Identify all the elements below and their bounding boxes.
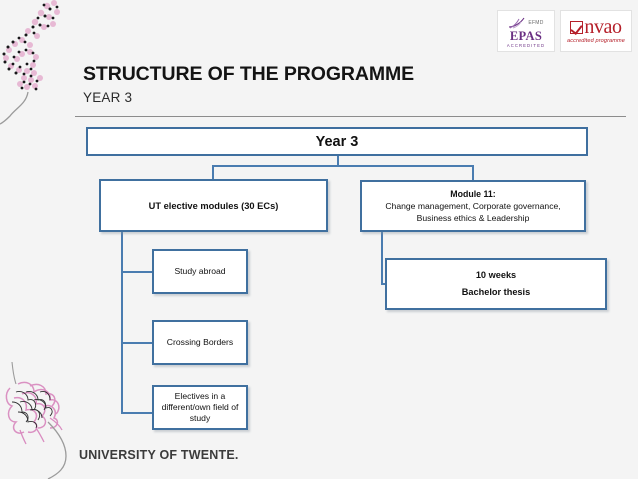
node-module-11-title: Module 11: — [450, 189, 496, 199]
checkmark-icon — [570, 21, 584, 34]
node-study-abroad[interactable]: Study abroad — [152, 249, 248, 294]
node-module-11-line2: Business ethics & Leadership — [416, 213, 530, 223]
connector-root-bar — [212, 165, 474, 167]
efmd-mark-row: EFMD — [508, 16, 543, 30]
nvao-wordmark: nvao — [584, 16, 622, 38]
epas-logo: EFMD EPAS ACCREDITED — [497, 10, 555, 52]
efmd-label: EFMD — [528, 19, 544, 26]
nvao-wordmark-row: nvao — [570, 16, 622, 38]
node-year3[interactable]: Year 3 — [86, 127, 588, 156]
node-ut-elective-modules-label: UT elective modules (30 ECs) — [148, 200, 279, 211]
node-ut-elective-modules[interactable]: UT elective modules (30 ECs) — [99, 179, 328, 232]
connector-elective-to-crossing-borders — [121, 342, 154, 344]
connector-elective-to-electives — [121, 412, 154, 414]
node-module-11-line1: Change management, Corporate governance, — [385, 201, 561, 211]
epas-wordmark: EPAS — [509, 28, 543, 43]
nvao-accredited-label: accredited programme — [567, 38, 625, 44]
epas-accredited-label: ACCREDITED — [506, 42, 546, 48]
efmd-swoosh-icon — [509, 17, 525, 28]
node-bachelor-thesis[interactable]: 10 weeks Bachelor thesis — [385, 258, 607, 310]
connector-to-elective — [212, 165, 214, 180]
header-divider — [75, 116, 626, 117]
page-title: STRUCTURE OF THE PROGRAMME — [83, 63, 415, 85]
node-electives-other-field[interactable]: Electives in a different/own field of st… — [152, 385, 248, 430]
node-module-11[interactable]: Module 11: Change management, Corporate … — [360, 180, 586, 232]
node-crossing-borders[interactable]: Crossing Borders — [152, 320, 248, 365]
connector-module11-trunk — [381, 232, 383, 284]
accreditation-logos: EFMD EPAS ACCREDITED nvao accredited pro… — [497, 9, 632, 53]
node-bachelor-thesis-duration: 10 weeks — [475, 270, 517, 280]
connector-elective-trunk — [121, 232, 123, 414]
nvao-logo: nvao accredited programme — [560, 10, 632, 52]
page-subtitle: YEAR 3 — [83, 90, 133, 105]
node-crossing-borders-label: Crossing Borders — [166, 337, 234, 347]
connector-elective-to-study-abroad — [121, 271, 154, 273]
node-study-abroad-label: Study abroad — [174, 266, 226, 276]
node-bachelor-thesis-label: Bachelor thesis — [461, 287, 531, 297]
connector-to-module11 — [472, 165, 474, 181]
connector-root-stem — [337, 156, 339, 166]
node-electives-other-field-label: Electives in a different/own field of st… — [161, 391, 239, 423]
university-wordmark: UNIVERSITY OF TWENTE. — [79, 448, 239, 462]
node-year3-label: Year 3 — [315, 133, 359, 150]
